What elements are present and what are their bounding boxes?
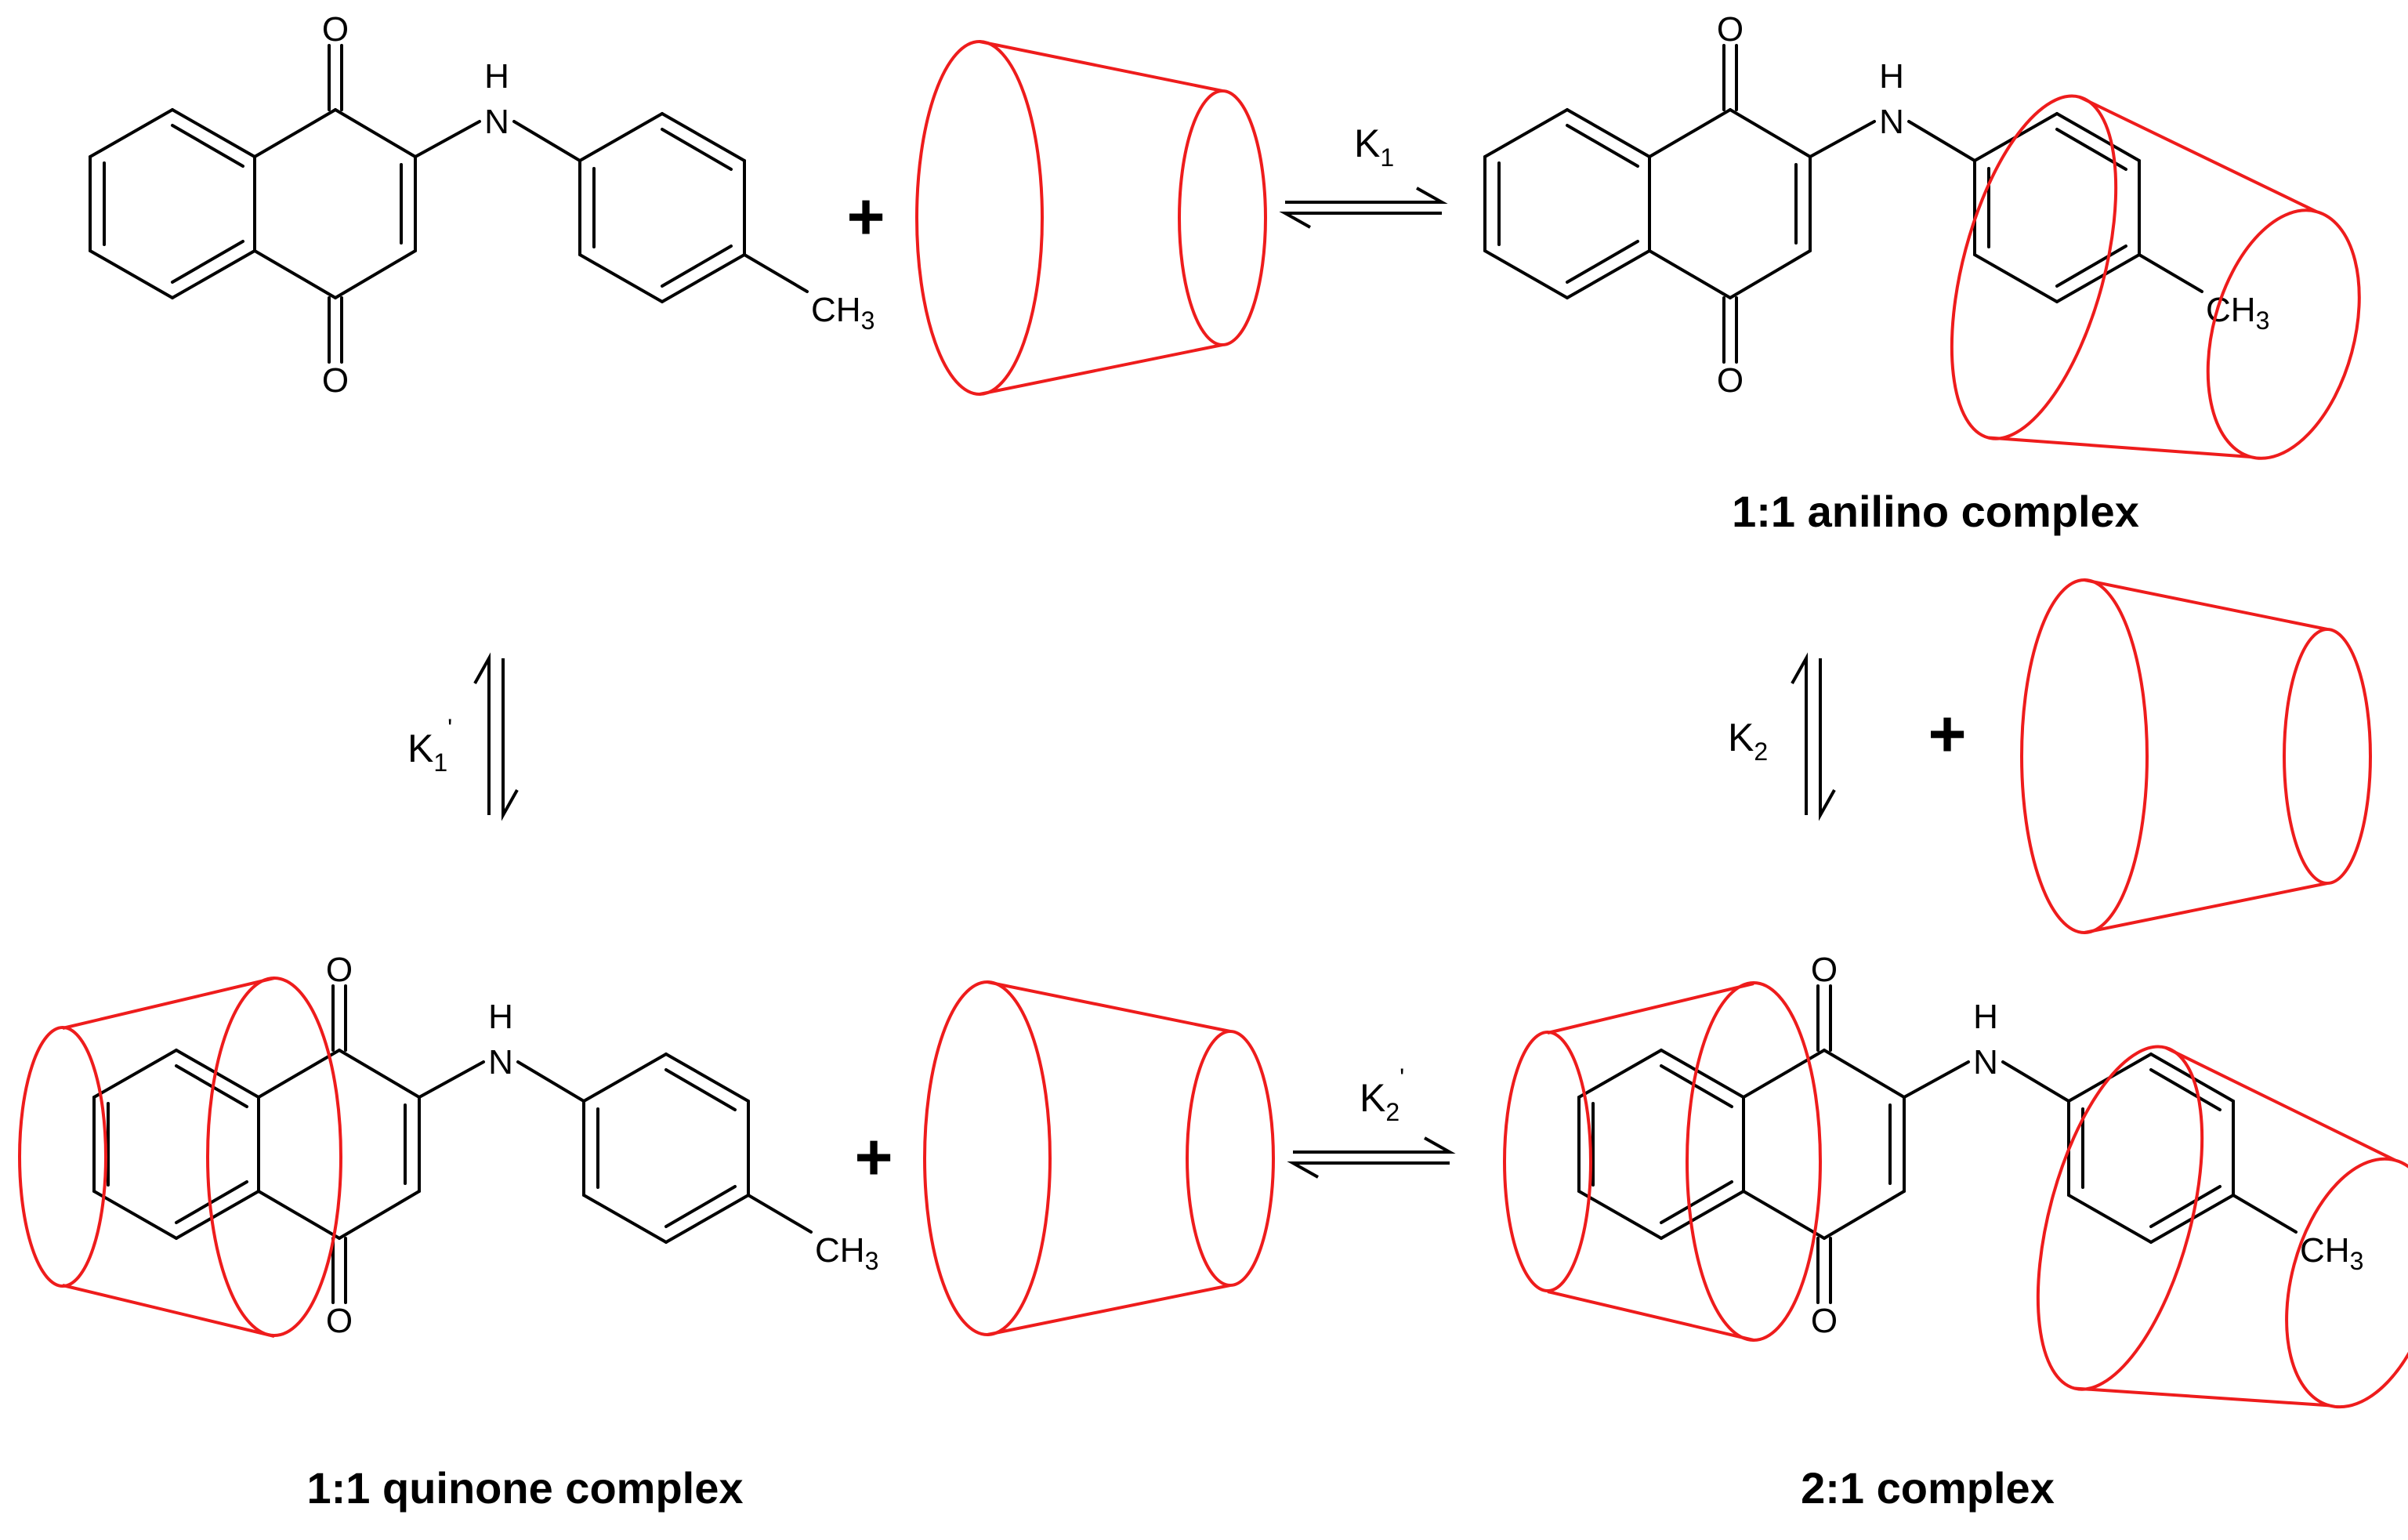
guest-molecule-free [89,9,877,401]
cyclodextrin-free-top [915,40,1267,396]
k1-label: K1 [1354,121,1394,172]
caption-quinone-complex: 1:1 quinone complex [307,1463,744,1513]
cyclodextrin-on-tolyl-two-one [2036,1045,2408,1409]
cyclodextrin-on-tolyl [1950,94,2361,460]
k2-prime-label: K2' [1360,1064,1404,1126]
caption-two-one-complex: 2:1 complex [1801,1463,2055,1513]
equilibrium-arrow-k2-prime [1287,1136,1456,1179]
guest-molecule-quinone [92,949,881,1342]
plus-sign-bottom: + [854,1120,893,1194]
equilibrium-arrow-k1-prime [473,652,519,821]
plus-sign-right: + [1928,697,1966,770]
cyclodextrin-free-right [2020,578,2372,934]
k2-label: K2 [1728,716,1768,766]
cyclodextrin-free-bottom [923,980,1275,1336]
equilibrium-arrow-k2 [1791,652,1836,821]
plus-sign-top: + [846,179,885,253]
guest-molecule-anilino [1483,9,2272,401]
cyclodextrin-on-benzo-two-one [1503,981,1822,1342]
caption-anilino-complex: 1:1 anilino complex [1732,487,2139,536]
k1-prime-label: K1' [407,714,452,777]
cyclodextrin-on-benzo [18,977,342,1338]
equilibrium-arrow-k1 [1279,187,1448,229]
guest-molecule-two-one [1577,949,2366,1342]
